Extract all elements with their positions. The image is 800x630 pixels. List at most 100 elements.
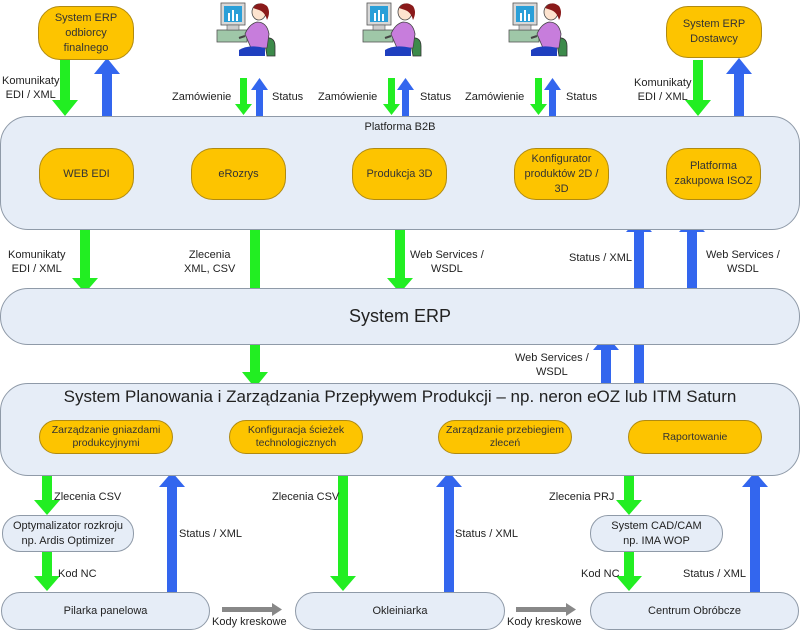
label-line: XML, CSV xyxy=(184,263,236,275)
arrow-edgebander-status-to-mes xyxy=(436,472,462,593)
machine-label: Okleiniarka xyxy=(372,604,428,617)
label-ws-1: Web Services / WSDL xyxy=(410,248,484,276)
arrow-mes-csv-to-optimizer xyxy=(34,476,60,515)
label-status-2: Status xyxy=(420,91,452,103)
label-line: Web Services / xyxy=(410,249,484,261)
machine-panel-saw[interactable]: Pilarka panelowa xyxy=(1,592,210,630)
label-nc-1: Kod NC xyxy=(58,568,97,580)
module-label: produktów 2D / xyxy=(524,167,599,180)
module-label: Platforma xyxy=(689,160,738,172)
user-at-computer-icon xyxy=(362,2,422,57)
b2b-module-configurator[interactable]: Konfigurator produktów 2D / 3D xyxy=(514,148,609,200)
label-status-xml-3: Status / XML xyxy=(683,568,746,580)
box-label: np. Ardis Optimizer xyxy=(21,534,115,547)
mes-module-reporting[interactable]: Raportowanie xyxy=(628,420,762,454)
module-label: eRozrys xyxy=(218,167,259,180)
module-label: Produkcja 3D xyxy=(366,167,433,180)
machine-machining-center[interactable]: Centrum Obróbcze xyxy=(590,592,799,630)
label-status-1: Status xyxy=(272,91,304,103)
machine-edgebander[interactable]: Okleiniarka xyxy=(295,592,505,630)
label-prj: Zlecenia PRJ xyxy=(549,491,615,503)
user-at-computer-icon xyxy=(508,2,568,57)
label-csv-2: Zlecenia CSV xyxy=(272,491,340,503)
label-status-xml-mid: Status / XML xyxy=(569,252,632,264)
module-label: zleceń xyxy=(489,437,521,449)
label-line: EDI / XML xyxy=(11,263,62,275)
mes-system-title: System Planowania i Zarządzania Przepływ… xyxy=(63,387,737,406)
label-line: Web Services / xyxy=(515,352,589,364)
arrow-saw-status-to-mes xyxy=(159,472,185,593)
label-status-3: Status xyxy=(566,91,598,103)
label-line: EDI / XML xyxy=(637,91,688,103)
mes-module-workcenters[interactable]: Zarządzanie gniazdami produkcyjnymi xyxy=(39,420,173,454)
arrow-cadcam-nc-to-center xyxy=(616,552,642,591)
box-label: Optymalizator rozkroju xyxy=(12,519,124,532)
label-status-xml-1: Status / XML xyxy=(179,528,242,540)
label-order-3: Zamówienie xyxy=(465,91,525,103)
label-edi-left: Komunikaty EDI / XML xyxy=(2,74,59,102)
arrow-order-3 xyxy=(530,78,547,115)
label-line: WSDL xyxy=(431,263,463,275)
arrow-b2b-to-erp-customer xyxy=(94,58,120,116)
label-barcode-1: Kody kreskowe xyxy=(212,616,287,628)
module-label: 3D xyxy=(554,182,569,195)
arrow-b2b-edi-to-erp xyxy=(72,230,98,293)
arrow-edi-to-b2b-right xyxy=(685,60,711,116)
label-nc-2: Kod NC xyxy=(581,568,620,580)
arrow-b2b-to-erp-supplier xyxy=(726,58,752,116)
b2b-module-purchase-platform[interactable]: Platforma zakupowa ISOZ xyxy=(666,148,761,200)
b2b-module-erozrys[interactable]: eRozrys xyxy=(191,148,286,200)
arrow-barcode-1 xyxy=(222,603,282,616)
label-line: Komunikaty xyxy=(634,77,692,89)
machine-label: Pilarka panelowa xyxy=(63,604,148,617)
label-orders-xml-csv: Zlecenia XML, CSV xyxy=(184,248,235,276)
box-label: System CAD/CAM xyxy=(611,519,702,532)
module-label: Zarządzanie gniazdami xyxy=(51,424,161,436)
arrow-order-2 xyxy=(383,78,400,115)
label-line: Zlecenia xyxy=(188,249,231,261)
arrow-mes-prj-to-cadcam xyxy=(616,476,642,515)
label-line: Web Services / xyxy=(706,249,780,261)
arrow-status-1 xyxy=(251,78,268,116)
arrow-optimizer-nc-to-saw xyxy=(34,552,60,591)
user-at-computer-icon xyxy=(216,2,276,57)
label-csv-1: Zlecenia CSV xyxy=(54,491,122,503)
erp-system-panel[interactable]: System ERP xyxy=(0,288,800,345)
erp-customer-line3: finalnego xyxy=(63,41,109,54)
erp-supplier-box[interactable]: System ERP Dostawcy xyxy=(666,6,762,58)
label-line: EDI / XML xyxy=(5,89,56,101)
arrow-order-1 xyxy=(235,78,252,115)
b2b-module-web-edi[interactable]: WEB EDI xyxy=(39,148,134,200)
arrow-b2b-ws-to-erp xyxy=(387,230,413,293)
cadcam-box[interactable]: System CAD/CAM np. IMA WOP xyxy=(590,515,723,552)
erp-supplier-line2: Dostawcy xyxy=(690,33,738,45)
module-label: Konfigurator xyxy=(531,152,592,165)
arrow-barcode-2 xyxy=(516,603,576,616)
erp-system-title: System ERP xyxy=(348,306,452,326)
arrow-status-3 xyxy=(544,78,561,116)
label-edi-mid: Komunikaty EDI / XML xyxy=(8,248,65,276)
arrow-status-2 xyxy=(397,78,414,116)
label-line: WSDL xyxy=(727,263,759,275)
label-status-xml-2: Status / XML xyxy=(455,528,518,540)
module-label: Zarządzanie przebiegiem xyxy=(446,424,564,436)
erp-supplier-line1: System ERP xyxy=(682,18,746,30)
erp-customer-box[interactable]: System ERP odbiorcy finalnego xyxy=(38,6,134,60)
module-label: produkcyjnymi xyxy=(72,437,140,449)
arrow-edi-to-b2b-left xyxy=(52,60,78,116)
label-ws-3: Web Services / WSDL xyxy=(515,351,589,379)
b2b-module-produkcja-3d[interactable]: Produkcja 3D xyxy=(352,148,447,200)
erp-customer-line1: System ERP xyxy=(54,11,118,24)
arrow-mes-csv-to-edgebander xyxy=(330,476,356,591)
b2b-platform-title: Platforma B2B xyxy=(364,121,436,133)
label-line: Komunikaty xyxy=(8,249,66,261)
box-label: np. IMA WOP xyxy=(623,534,690,547)
module-label: Raportowanie xyxy=(662,430,728,443)
mes-module-order-flow[interactable]: Zarządzanie przebiegiem zleceń xyxy=(438,420,572,454)
label-order-2: Zamówienie xyxy=(318,91,378,103)
label-edi-right: Komunikaty EDI / XML xyxy=(634,76,691,104)
machine-label: Centrum Obróbcze xyxy=(648,604,741,617)
module-label: WEB EDI xyxy=(63,167,110,180)
optimizer-box[interactable]: Optymalizator rozkroju np. Ardis Optimiz… xyxy=(2,515,134,552)
mes-module-routings[interactable]: Konfiguracja ścieżek technologicznych xyxy=(229,420,363,454)
